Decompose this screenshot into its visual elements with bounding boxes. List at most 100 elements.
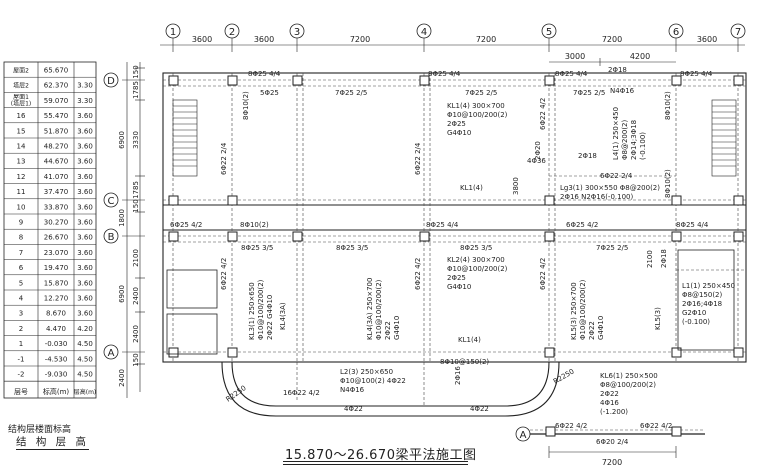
svg-text:L4(1) 250×450: L4(1) 250×450 bbox=[612, 107, 620, 160]
svg-text:D: D bbox=[107, 76, 115, 87]
anno-l2: L2(3) 250×650 Φ10@100(2) 4Φ22 N4Φ16 bbox=[340, 368, 406, 394]
anno-kl4: KL4(3A) bbox=[279, 302, 287, 330]
svg-text:C: C bbox=[108, 196, 115, 207]
anno-top-8c25-b: 8Φ25 4/4 bbox=[428, 70, 461, 78]
table-cell-elevation: 30.270 bbox=[44, 219, 69, 227]
table-cell-elevation: 12.270 bbox=[44, 295, 69, 303]
structural-columns bbox=[168, 75, 744, 358]
table-cell-floor: 6 bbox=[19, 264, 24, 272]
svg-text:Φ10@100/200(2): Φ10@100/200(2) bbox=[257, 279, 265, 340]
top-dimension-line bbox=[160, 38, 745, 66]
svg-text:3000: 3000 bbox=[565, 52, 585, 61]
svg-text:2Φ22: 2Φ22 bbox=[600, 390, 619, 398]
table-cell-elevation: 8.670 bbox=[46, 310, 66, 318]
table-cell-floor: 15 bbox=[17, 127, 26, 135]
svg-text:KL3(1) 250×650: KL3(1) 250×650 bbox=[248, 282, 256, 340]
axis-bubble-5: 5 bbox=[541, 23, 557, 39]
table-cell-floor: 3 bbox=[19, 310, 23, 318]
svg-text:KL6(1) 250×500: KL6(1) 250×500 bbox=[600, 372, 658, 380]
table-cell-height: 4.50 bbox=[77, 355, 93, 363]
svg-text:2Φ16 N2Φ16(-0.100): 2Φ16 N2Φ16(-0.100) bbox=[560, 193, 633, 201]
svg-text:150: 150 bbox=[132, 199, 140, 212]
anno-8c10-150: 8Φ10@150(2) bbox=[440, 358, 489, 366]
table-cell-elevation: 51.870 bbox=[44, 127, 69, 135]
svg-text:2Φ25: 2Φ25 bbox=[447, 274, 466, 282]
anno-2100: 2100 bbox=[646, 250, 654, 268]
svg-text:Φ10@100(2) 4Φ22: Φ10@100(2) 4Φ22 bbox=[340, 377, 406, 385]
svg-text:2: 2 bbox=[229, 27, 235, 38]
table-cell-floor: 5 bbox=[19, 279, 23, 287]
top-dimension-texts: 3600 3600 7200 7200 7200 3600 3000 4200 bbox=[192, 35, 717, 61]
anno-6c25-42-b: 6Φ25 4/2 bbox=[566, 221, 598, 229]
table-cell-height: 3.60 bbox=[77, 264, 93, 272]
svg-text:2Φ22: 2Φ22 bbox=[588, 321, 596, 340]
svg-text:G4Φ10: G4Φ10 bbox=[597, 316, 605, 340]
table-cell-floor: 10 bbox=[17, 203, 26, 211]
anno-6c22-42-left: 6Φ22 4/2 bbox=[220, 258, 228, 290]
anno-8c25-44-r: 8Φ25 4/4 bbox=[676, 221, 709, 229]
axis-bubble-A-detail: A bbox=[515, 426, 531, 442]
table-cell-height: 3.60 bbox=[77, 112, 93, 120]
table-cell-height: 3.60 bbox=[77, 295, 93, 303]
anno-7c25-25: 7Φ25 2/5 bbox=[596, 244, 628, 252]
svg-text:150: 150 bbox=[132, 353, 140, 366]
anno-8c25-42-b: 8Φ25 4/4 bbox=[426, 221, 459, 229]
svg-text:2400: 2400 bbox=[132, 287, 140, 305]
anno-8c10-2-left: 8Φ10(2) bbox=[242, 91, 250, 120]
anno-2c18-r: 2Φ18 bbox=[660, 249, 668, 268]
title-underline-thick bbox=[283, 461, 468, 462]
anno-kl4b: KL4(3A) 250×700 Φ10@100/200(2) 2Φ22 G4Φ1… bbox=[366, 278, 401, 340]
anno-kl6: KL6(1) 250×500 Φ8@100/200(2) 2Φ22 4Φ16 (… bbox=[600, 372, 658, 416]
svg-text:3: 3 bbox=[294, 27, 300, 38]
table-cell-height: 3.60 bbox=[77, 219, 93, 227]
table-cell-height: 3.60 bbox=[77, 188, 93, 196]
svg-text:Φ8@150(2): Φ8@150(2) bbox=[682, 291, 723, 299]
svg-text:G4Φ10: G4Φ10 bbox=[393, 316, 401, 340]
axis-bubble-1: 1 bbox=[165, 23, 181, 39]
table-cell-floor: 8 bbox=[19, 234, 23, 242]
anno-2c20: 2Φ20 bbox=[534, 141, 542, 160]
table-cell-height: 4.50 bbox=[77, 340, 93, 348]
svg-text:Φ8@200(2): Φ8@200(2) bbox=[621, 119, 629, 160]
svg-text:3600: 3600 bbox=[254, 35, 274, 44]
anno-2c16: 2Φ16 bbox=[454, 366, 462, 385]
svg-text:KL1(4) 300×700: KL1(4) 300×700 bbox=[447, 102, 505, 110]
table-cell-height: 3.60 bbox=[77, 249, 93, 257]
left-dimension-lines bbox=[122, 62, 145, 398]
table-cell-height: 4.20 bbox=[77, 325, 93, 333]
svg-text:2Φ22 G4Φ10: 2Φ22 G4Φ10 bbox=[266, 295, 274, 340]
axis-bubble-A: A bbox=[103, 344, 119, 360]
stair-right bbox=[711, 99, 737, 177]
table-cell-elevation: 19.470 bbox=[44, 264, 69, 272]
svg-text:2Φ16;4Φ18: 2Φ16;4Φ18 bbox=[682, 300, 722, 308]
table-cell-floor: 16 bbox=[17, 112, 26, 120]
svg-text:N4Φ16: N4Φ16 bbox=[340, 386, 365, 394]
anno-kl1: KL1(4) 300×700 Φ10@100/200(2) 2Φ25 G4Φ10 bbox=[447, 102, 508, 137]
axis-bubble-2: 2 bbox=[224, 23, 240, 39]
svg-text:2Φ22: 2Φ22 bbox=[384, 321, 392, 340]
axis-bubble-6: 6 bbox=[668, 23, 684, 39]
anno-2c18-top: 2Φ18 bbox=[608, 66, 627, 74]
anno-kl5: KL5(3) 250×700 Φ10@100/200(2) 2Φ22 G4Φ10 bbox=[570, 279, 605, 340]
table-cell-elevation: 65.670 bbox=[44, 67, 69, 75]
anno-top-8c25-a: 8Φ25 4/4 bbox=[248, 70, 281, 78]
table-cell-floor: (塔层1) bbox=[11, 99, 32, 107]
axis-bubble-4: 4 bbox=[416, 23, 432, 39]
table-cell-floor: 屋面1 bbox=[13, 94, 29, 101]
table-cell-floor: 9 bbox=[19, 219, 23, 227]
table-cell-height: 3.30 bbox=[77, 82, 93, 90]
table-cell-floor: 7 bbox=[19, 249, 23, 257]
legend-structural-height: 结 构 层 高 bbox=[16, 436, 90, 450]
table-cell-elevation: 44.670 bbox=[44, 158, 69, 166]
table-cell-floor: 4 bbox=[19, 295, 24, 303]
anno-2c18-mid: 2Φ18 bbox=[578, 152, 597, 160]
anno-6c25-42-a: 6Φ25 4/2 bbox=[170, 221, 202, 229]
table-header-floor: 层号 bbox=[14, 388, 28, 396]
table-cell-elevation: 41.070 bbox=[44, 173, 69, 181]
table-cell-elevation: -9.030 bbox=[45, 371, 68, 379]
axis-bubble-D: D bbox=[103, 72, 119, 88]
drawing-title: 15.870～26.670梁平法施工图 bbox=[285, 448, 477, 463]
